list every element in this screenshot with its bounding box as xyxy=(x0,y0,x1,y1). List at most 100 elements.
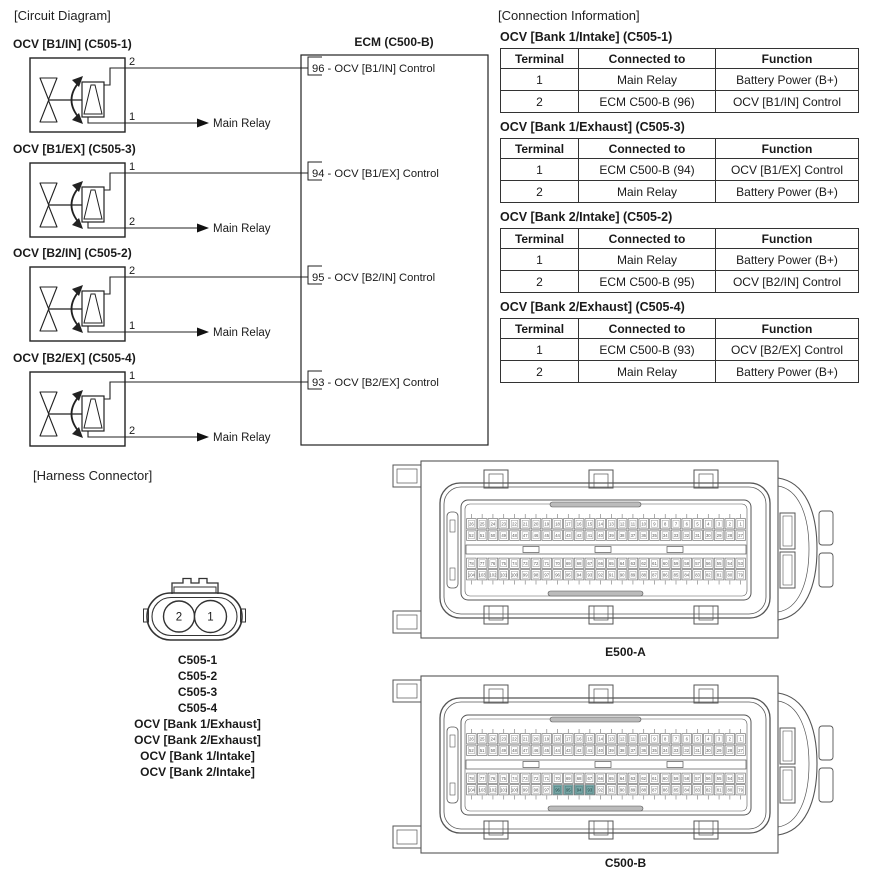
pin-number: 25 xyxy=(480,521,485,526)
pin-cell xyxy=(487,518,499,530)
pin-cell-inner xyxy=(554,786,561,794)
pin-number: 9 xyxy=(653,736,656,741)
pin-cell-inner xyxy=(737,735,744,743)
pin-cell-inner xyxy=(737,520,744,528)
pin-cell xyxy=(584,518,595,530)
pin-cell xyxy=(520,569,531,581)
pin-cell-inner xyxy=(478,531,486,539)
bottom-tab xyxy=(483,605,509,625)
pin-number: 10 xyxy=(641,736,646,741)
pin-cell xyxy=(563,772,574,784)
pin-cell-inner xyxy=(511,520,518,528)
pin-number: 30 xyxy=(706,533,711,538)
pin-cell-inner xyxy=(608,571,615,579)
pin-cell-inner xyxy=(672,520,680,528)
pin-number: 5 xyxy=(696,521,699,526)
pin-cell-inner xyxy=(672,571,680,579)
pin-cell xyxy=(552,744,563,756)
pin-cell xyxy=(541,784,552,796)
pin-cell xyxy=(466,518,477,530)
pin-cell-inner xyxy=(683,774,691,782)
table-cell: Battery Power (B+) xyxy=(715,248,859,271)
pin-cell xyxy=(487,569,499,581)
pin-cell xyxy=(660,784,671,796)
pin-cell xyxy=(509,784,520,796)
table-cell: ECM C500-B (93) xyxy=(578,338,716,361)
connector-outer-shell xyxy=(146,592,243,641)
pin-cell xyxy=(703,569,714,581)
pin-cell xyxy=(595,518,606,530)
table-cell: OCV [B2/EX] Control xyxy=(715,338,859,361)
pin-number: 23 xyxy=(501,736,506,741)
pin-number: 1 xyxy=(207,612,213,624)
pin-cell-inner xyxy=(629,559,637,567)
pin-cell-inner xyxy=(651,520,658,528)
pin-number: 4 xyxy=(707,521,710,526)
pin-cell xyxy=(724,784,735,796)
pin-number: 90 xyxy=(620,572,625,577)
pin-cell-inner xyxy=(672,746,680,754)
pin-number: 103 xyxy=(479,787,487,792)
pin-cell xyxy=(681,744,692,756)
pin-cell-inner xyxy=(597,571,604,579)
alignment-strip xyxy=(547,590,644,597)
pin-number: 27 xyxy=(738,533,743,538)
harness-connector-label: C505-4 xyxy=(177,701,218,715)
pin-number: 14 xyxy=(598,521,603,526)
pin-cell xyxy=(584,733,595,745)
pin-cell-inner xyxy=(500,746,508,754)
pin-cell-inner xyxy=(715,571,723,579)
pin-cell-inner xyxy=(726,774,734,782)
pin-cell xyxy=(627,529,639,541)
top-tab xyxy=(483,469,509,489)
pin-cell xyxy=(498,518,509,530)
bottom-tab xyxy=(698,605,714,621)
pin-number: 61 xyxy=(652,561,657,566)
pin-number: 2 xyxy=(729,736,732,741)
main-relay-label: Main Relay xyxy=(213,118,271,130)
table-cell: Battery Power (B+) xyxy=(715,68,859,91)
pin-cell xyxy=(627,557,639,569)
wire-to-ecm xyxy=(104,172,308,191)
internal-lock xyxy=(449,567,456,581)
channel-key xyxy=(522,761,540,768)
top-tab xyxy=(593,688,609,704)
pin-number: 74 xyxy=(512,561,517,566)
right-lock xyxy=(782,730,793,762)
pin-number: 53 xyxy=(738,776,743,781)
main-relay-label: Main Relay xyxy=(213,432,271,444)
pin-cell-inner xyxy=(704,531,712,539)
pin-cell-inner xyxy=(683,520,691,528)
pin-cell xyxy=(487,557,499,569)
pin-cell-inner xyxy=(478,571,486,579)
connector-inner-shell xyxy=(151,596,238,637)
pin-cell-inner xyxy=(683,571,691,579)
pin-cell-inner xyxy=(554,531,561,539)
pin-number: 43 xyxy=(566,748,571,753)
pin-cell xyxy=(509,529,520,541)
right-lock xyxy=(779,766,796,804)
pin-cell xyxy=(606,744,617,756)
pin-number: 17 xyxy=(566,521,571,526)
pin-cell-inner xyxy=(640,774,648,782)
pin-cell-inner xyxy=(511,774,518,782)
pin-number: 93 xyxy=(588,572,593,577)
pin-cell-inner xyxy=(651,786,658,794)
pin-cell xyxy=(692,733,703,745)
valve-symbol xyxy=(39,391,58,415)
pin-number: 18 xyxy=(555,521,560,526)
pin-cell-inner xyxy=(672,531,680,539)
bottom-tab xyxy=(483,820,509,840)
pin-frame xyxy=(464,503,748,597)
pin-cell-inner xyxy=(694,531,701,539)
pin-cell xyxy=(563,744,574,756)
solenoid-box xyxy=(81,395,105,432)
pin-number: 59 xyxy=(674,776,679,781)
table-cell: 2 xyxy=(500,90,579,113)
pin-cell-inner xyxy=(532,571,540,579)
pin-number: 37 xyxy=(631,533,636,538)
valve-symbol xyxy=(39,286,58,310)
pin-cell xyxy=(530,569,542,581)
pin-cell-inner xyxy=(651,571,658,579)
